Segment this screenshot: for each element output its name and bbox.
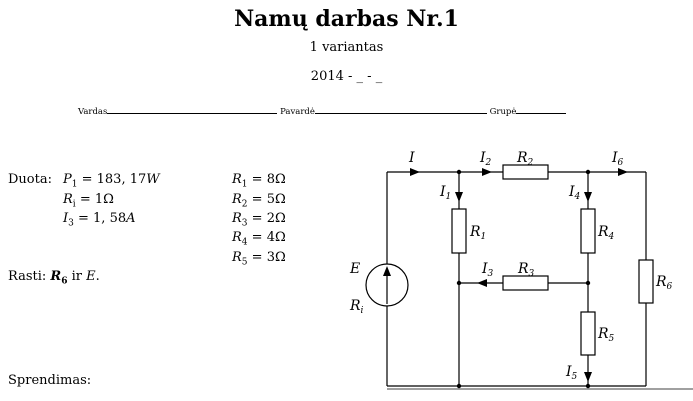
label-i3: I3 <box>481 261 494 279</box>
resistor-r1 <box>451 208 467 254</box>
label-i1: I1 <box>439 184 451 202</box>
arrow-i4-icon <box>584 192 592 202</box>
arrow-i5-icon <box>584 372 592 382</box>
given-r2: R2 = 5Ω <box>232 192 286 210</box>
given-p1: P1 = 183, 17W <box>63 172 160 190</box>
student-fields: Vardas Pavardė Grupė <box>78 104 567 117</box>
surname-label: Pavardė <box>280 107 315 117</box>
label-r5: R5 <box>597 326 615 344</box>
label-r6: R6 <box>655 274 673 292</box>
given-r4: R4 = 4Ω <box>232 230 286 248</box>
resistor-r3 <box>502 275 549 291</box>
given-ri: Ri = 1Ω <box>63 192 114 210</box>
resistor-r2 <box>502 164 549 180</box>
surname-blank <box>314 104 487 114</box>
arrow-i2-icon <box>482 168 492 176</box>
resistor-r4 <box>580 208 596 254</box>
given-r1: R1 = 8Ω <box>232 172 286 190</box>
label-e: E <box>349 261 360 277</box>
arrow-i1-icon <box>455 192 463 202</box>
label-r1: R1 <box>469 224 486 242</box>
label-i: I <box>408 150 415 166</box>
label-i4: I4 <box>568 184 581 202</box>
label-r2: R2 <box>516 150 534 168</box>
given-i3: I3 = 1, 58A <box>63 211 136 229</box>
label-r4: R4 <box>597 224 615 242</box>
arrow-i-icon <box>410 168 420 176</box>
given-r5: R5 = 3Ω <box>232 250 286 268</box>
find-statement: Rasti: R6 ir E. <box>8 269 100 287</box>
label-i5: I5 <box>565 364 578 382</box>
group-label: Grupė <box>489 107 517 117</box>
resistor-r5 <box>580 311 596 356</box>
node-dot <box>456 383 462 389</box>
date-field: 2014 - _ - _ <box>310 69 383 84</box>
node-dot <box>585 280 591 286</box>
label-i2: I2 <box>479 150 492 168</box>
name-blank <box>107 104 278 114</box>
resistor-r6 <box>638 259 654 304</box>
node-dot <box>456 280 462 286</box>
given-r3: R3 = 2Ω <box>232 211 286 229</box>
page-title: Namų darbas Nr.1 <box>234 6 459 32</box>
arrow-i6-icon <box>618 168 628 176</box>
solution-label: Sprendimas: <box>8 373 92 388</box>
given-label: Duota: <box>8 172 52 187</box>
label-ri: Ri <box>349 298 364 316</box>
source-arrow-icon <box>383 266 391 276</box>
variant-label: 1 variantas <box>309 40 384 55</box>
name-label: Vardas <box>78 107 108 117</box>
label-r3: R3 <box>517 261 535 279</box>
arrow-i3-icon <box>477 279 487 287</box>
voltage-source <box>365 263 409 307</box>
node-dot <box>585 169 591 175</box>
group-blank <box>516 104 567 114</box>
label-i6: I6 <box>611 150 624 168</box>
node-dot <box>456 169 462 175</box>
node-dot <box>585 383 591 389</box>
